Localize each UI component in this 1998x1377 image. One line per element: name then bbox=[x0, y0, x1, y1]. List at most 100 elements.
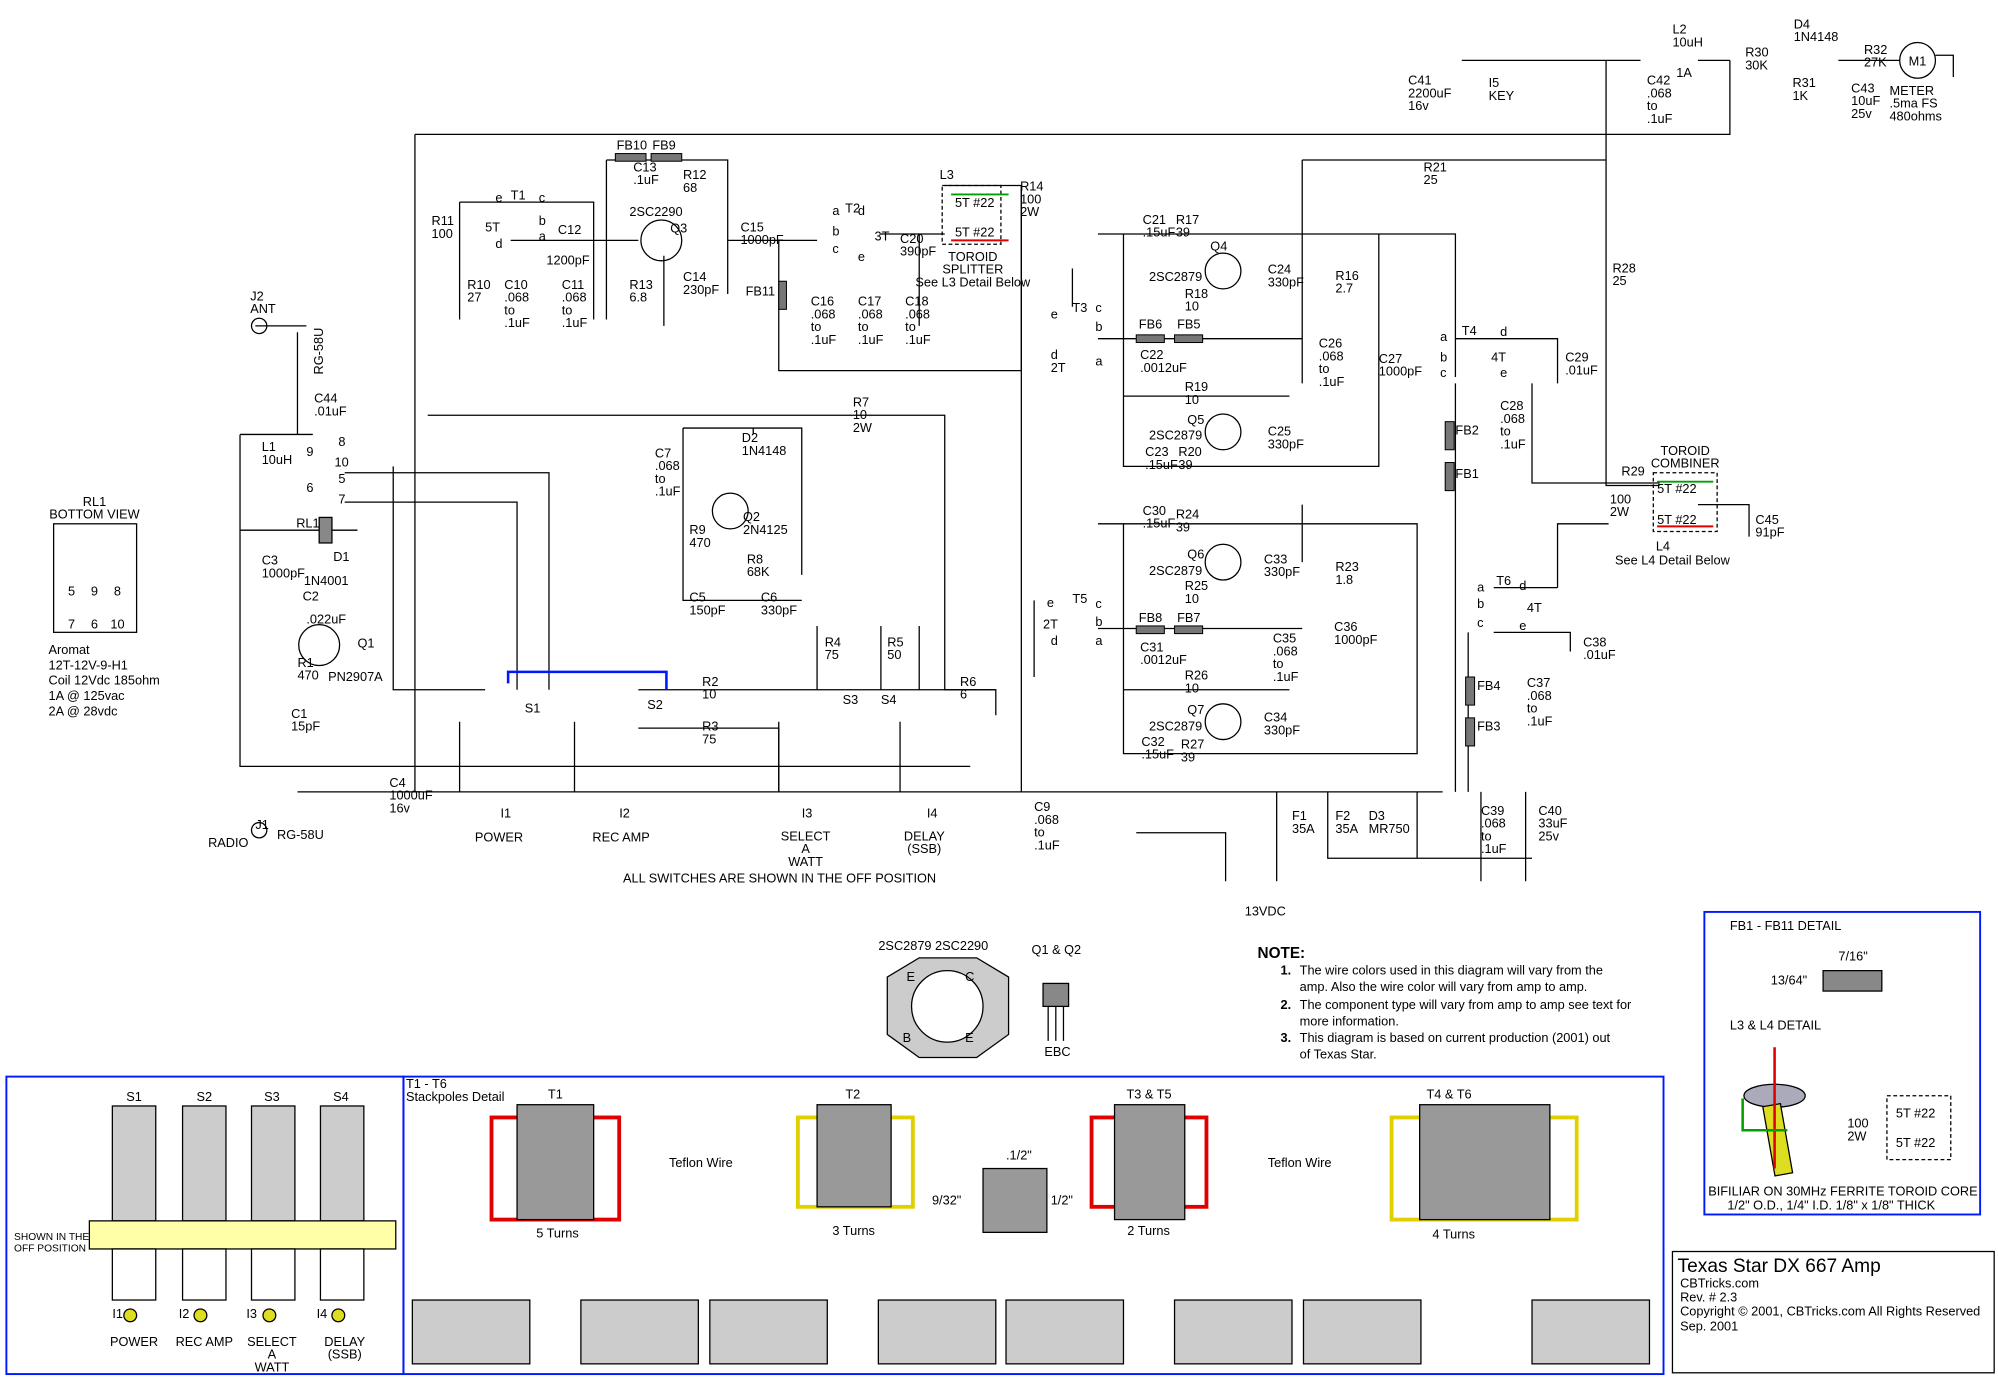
label-line: a bbox=[539, 228, 547, 243]
svg-text:3 Turns: 3 Turns bbox=[832, 1223, 875, 1238]
label-line: to bbox=[655, 471, 666, 486]
label-line: RG-58U bbox=[277, 827, 324, 842]
wires bbox=[239, 54, 1954, 882]
label-line: FB5 bbox=[1177, 316, 1200, 331]
label-line: REC AMP bbox=[592, 830, 649, 845]
ferrite-bead-fb9 bbox=[650, 153, 683, 162]
label-line: 1A bbox=[1676, 65, 1692, 80]
label-line: 1000pF bbox=[1379, 364, 1422, 379]
label-line: 330pF bbox=[1264, 564, 1300, 579]
label-line: d bbox=[1051, 633, 1058, 648]
label-line: 39 bbox=[1176, 519, 1190, 534]
label-line: L1 bbox=[262, 439, 276, 454]
svg-text:T1 - T6: T1 - T6 bbox=[406, 1076, 447, 1091]
svg-text:CBTricks.com: CBTricks.com bbox=[1680, 1275, 1759, 1290]
pin-label: E bbox=[965, 1030, 974, 1045]
winding-label: 5T #22 bbox=[1896, 1135, 1935, 1150]
label-line: C4 bbox=[389, 775, 405, 790]
label-s3: S3 bbox=[843, 692, 859, 707]
label-line: 4T bbox=[1491, 350, 1506, 365]
label-line: C1 bbox=[291, 706, 307, 721]
label-line: c bbox=[1095, 596, 1102, 611]
label-line: .1uF bbox=[633, 172, 659, 187]
label-line: 2SC2879 bbox=[1149, 428, 1202, 443]
label-line: 39 bbox=[1181, 749, 1195, 764]
title-block: Texas Star DX 667 Amp CBTricks.com Rev. … bbox=[1671, 1250, 1995, 1374]
label-line: FB11 bbox=[746, 283, 776, 298]
label-line: .068 bbox=[811, 306, 836, 321]
label-line: 5T #22 bbox=[1657, 512, 1696, 527]
label-t5e: e bbox=[1047, 595, 1054, 610]
relay-info: RL1 BOTTOM VIEW 5 9 8 7 6 10 Aromat 12T-… bbox=[49, 494, 160, 718]
relay-spec: Aromat bbox=[49, 642, 91, 657]
label-line: 2W bbox=[1610, 504, 1629, 519]
label-line: R8 bbox=[747, 551, 763, 566]
label-line: 10 bbox=[1185, 392, 1199, 407]
label-line: C31 bbox=[1140, 639, 1163, 654]
label-line: 2T bbox=[1043, 616, 1058, 631]
label-t4a: a bbox=[1440, 329, 1448, 344]
label-line: 10uH bbox=[1672, 34, 1702, 49]
label-q4: Q4 bbox=[1210, 239, 1227, 254]
switch-position-note: ALL SWITCHES ARE SHOWN IN THE OFF POSITI… bbox=[623, 871, 936, 886]
svg-text:9/32": 9/32" bbox=[932, 1192, 961, 1207]
ferrite-bead-fb7 bbox=[1174, 625, 1204, 635]
label-line: 2200uF bbox=[1408, 85, 1451, 100]
label-line: See L4 Detail Below bbox=[1615, 553, 1731, 568]
label-line: 1K bbox=[1792, 88, 1808, 103]
label-line: S2 bbox=[647, 697, 663, 712]
label-t3n: 2T bbox=[1051, 360, 1066, 375]
label-line: C15 bbox=[740, 219, 763, 234]
label-t2a: a bbox=[832, 203, 840, 218]
label-line: 5T bbox=[485, 219, 500, 234]
l3-toroid-outline bbox=[941, 184, 1002, 245]
label-line: 68 bbox=[683, 180, 697, 195]
label-t6: T6 bbox=[1496, 573, 1511, 588]
relay-spec: 12T-12V-9-H1 bbox=[49, 657, 128, 672]
label-line: Q1 bbox=[357, 636, 374, 651]
label-c32: C32.15uF bbox=[1141, 734, 1174, 762]
label-line: 100 bbox=[1610, 491, 1631, 506]
label-line: b bbox=[539, 213, 546, 228]
label-line: S3 bbox=[843, 692, 859, 707]
svg-text:Rev. # 2.3: Rev. # 2.3 bbox=[1680, 1289, 1737, 1304]
label-line: C17 bbox=[858, 293, 881, 308]
label-t6e: e bbox=[1519, 618, 1526, 633]
label-t2n: 3T bbox=[875, 228, 890, 243]
fb-length: 7/16" bbox=[1838, 948, 1867, 963]
label-fb1: FB1 bbox=[1455, 466, 1478, 481]
label-line: .068 bbox=[504, 290, 529, 305]
label-line: C43 bbox=[1851, 80, 1874, 95]
label-line: d bbox=[495, 236, 502, 251]
label-line: FB10 bbox=[617, 138, 647, 153]
label-line: 39 bbox=[1176, 225, 1190, 240]
label-line: D2 bbox=[742, 430, 758, 445]
label-line: .01uF bbox=[1565, 362, 1598, 377]
label-d1t: 1N4001 bbox=[304, 573, 349, 588]
label-line: 1000uF bbox=[389, 788, 432, 803]
label-line: 470 bbox=[297, 668, 318, 683]
ferrite-bead-fb11 bbox=[778, 280, 787, 310]
label-line: 25v bbox=[1851, 106, 1872, 121]
label-i3: I3 bbox=[802, 805, 813, 820]
label-line: 1000pF bbox=[1334, 632, 1377, 647]
label-line: to bbox=[1034, 825, 1045, 840]
label-line: T6 bbox=[1496, 573, 1511, 588]
label-line: C26 bbox=[1319, 336, 1342, 351]
label-line: 390pF bbox=[900, 244, 936, 259]
